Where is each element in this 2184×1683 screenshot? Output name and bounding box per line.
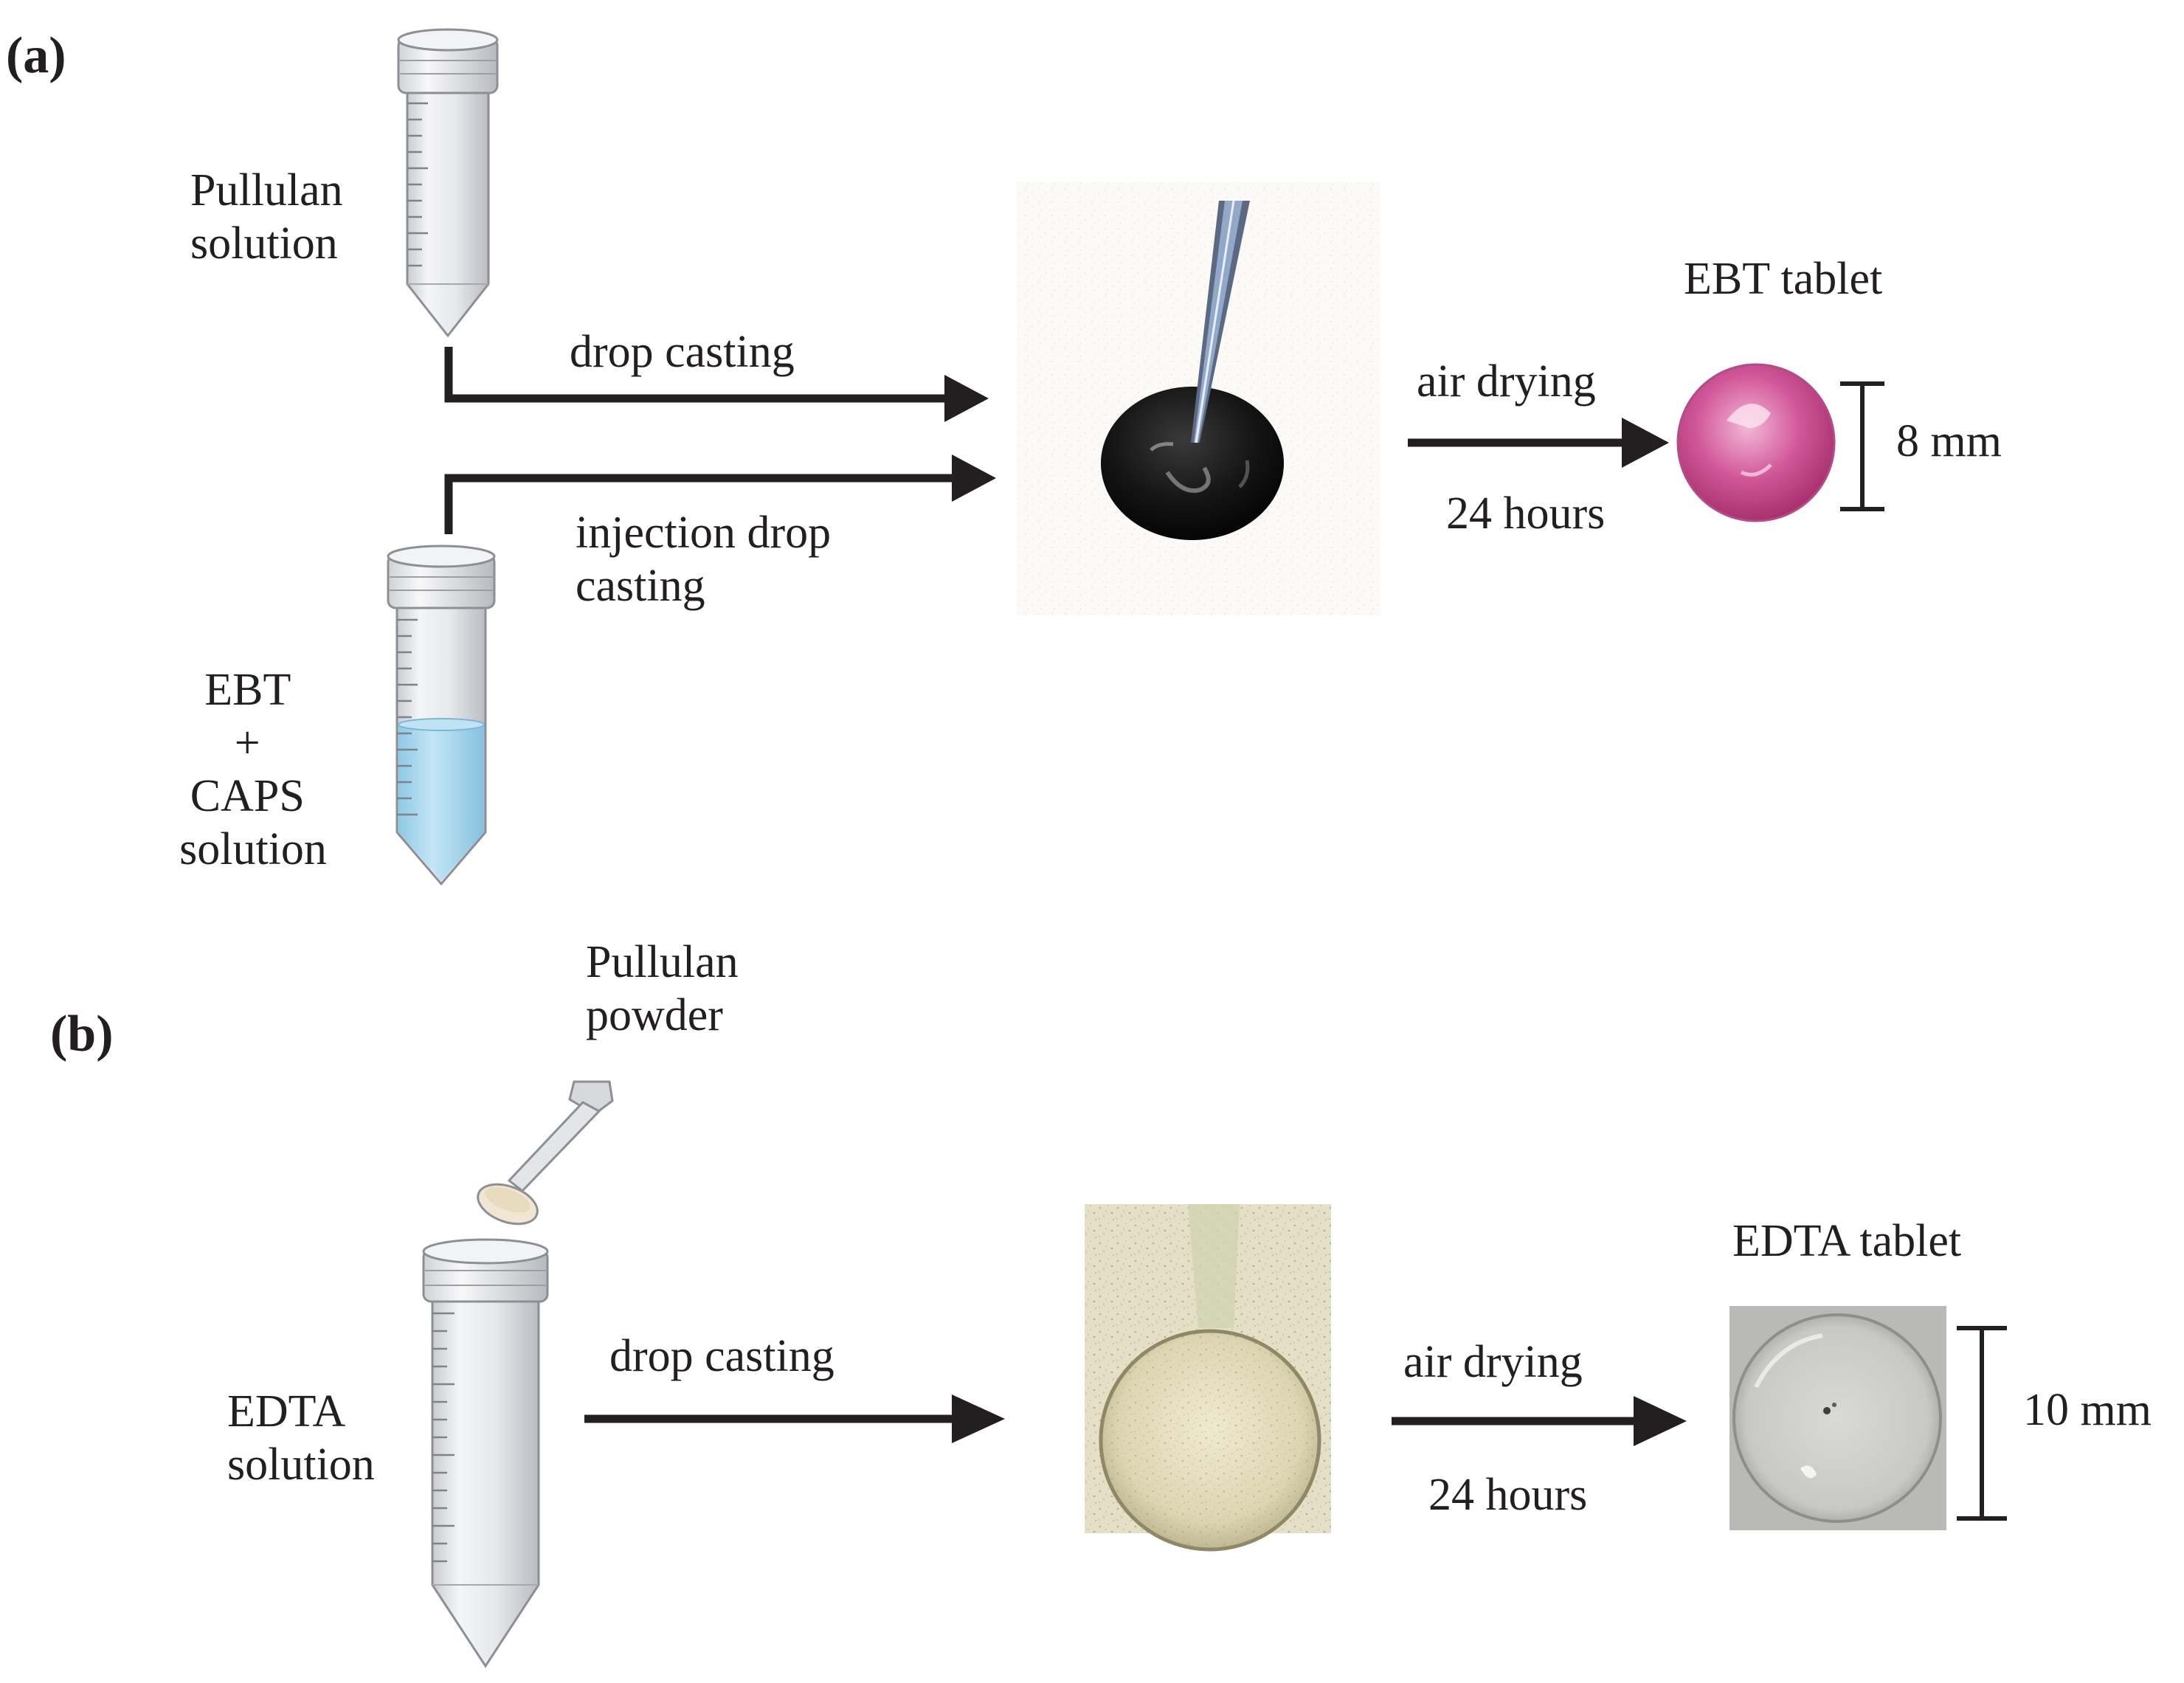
drop-casting-label-b: drop casting: [609, 1331, 834, 1381]
duration-label-a: 24 hours: [1446, 488, 1605, 539]
air-drying-label-a: air drying: [1417, 356, 1596, 407]
ebt-tablet-image: [1676, 363, 1836, 522]
edta-drop-casting-photo: [1085, 1204, 1331, 1552]
ebt-caps-solution-tube-icon: [387, 545, 496, 886]
edta-solution-label: EDTA solution: [227, 1386, 375, 1490]
air-drying-arrow-b: [1392, 1396, 1687, 1446]
pullulan-solution-tube-icon: [397, 28, 499, 338]
edta-tablet-image: [1729, 1306, 1946, 1530]
ebt-caps-liquid: [398, 725, 484, 881]
spatula-icon: [477, 1080, 614, 1226]
edta-scale-bar: [1957, 1326, 2007, 1521]
drop-casting-label-a: drop casting: [570, 327, 795, 377]
edta-solution-tube-icon: [422, 1238, 549, 1668]
panel-a-label: (a): [6, 27, 66, 84]
ebt-tablet-title: EBT tablet: [1684, 254, 1882, 304]
drop-casting-arrow-b: [584, 1395, 1005, 1443]
air-drying-arrow-a: [1408, 418, 1669, 468]
ebt-drop-casting-photo: [1017, 182, 1380, 615]
pullulan-powder-label: Pullulan powder: [586, 937, 750, 1040]
edta-size-label: 10 mm: [2023, 1385, 2152, 1435]
duration-label-b: 24 hours: [1428, 1470, 1587, 1520]
ebt-size-label: 8 mm: [1896, 416, 2002, 466]
drop-casting-arrow-a: [444, 347, 989, 422]
air-drying-label-b: air drying: [1403, 1337, 1583, 1387]
edta-tablet-title: EDTA tablet: [1732, 1216, 1961, 1266]
panel-b-label: (b): [50, 1006, 114, 1062]
pullulan-solution-label: Pullulan solution: [190, 165, 354, 269]
injection-drop-casting-label: injection drop casting: [576, 508, 843, 611]
ebt-scale-bar: [1840, 381, 1884, 511]
ebt-caps-solution-label: EBT + CAPS solution: [179, 665, 327, 874]
injection-drop-casting-arrow: [444, 455, 996, 534]
